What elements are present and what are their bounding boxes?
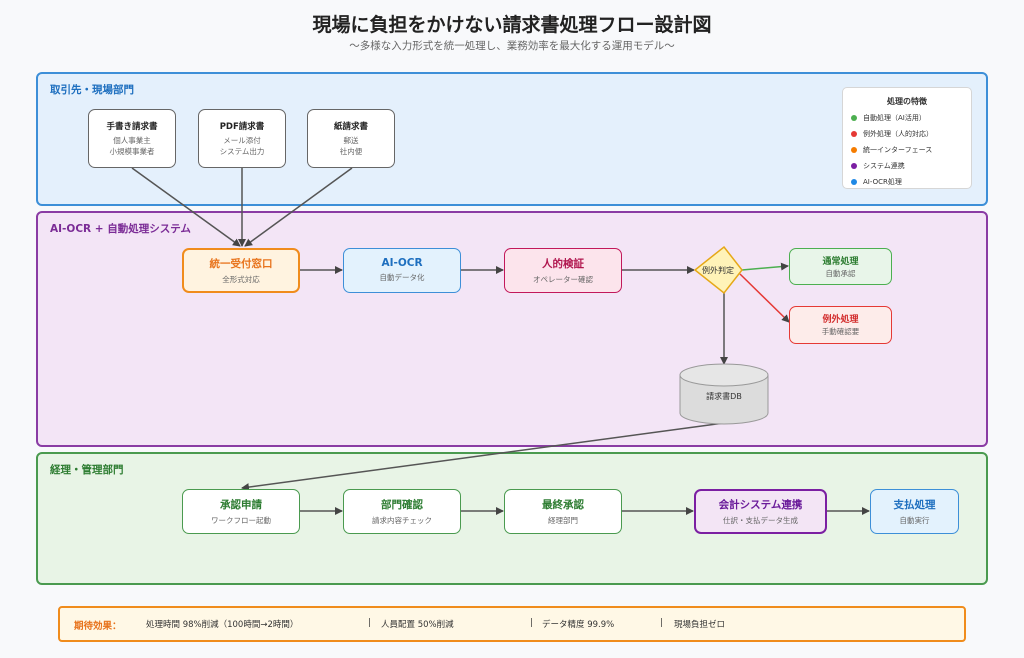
effect-separator: | bbox=[368, 618, 371, 628]
source-handwritten-sub: 個人事業主 小規模事業者 bbox=[109, 136, 155, 156]
effect-staff-reduction: 人員配置 50%削減 bbox=[381, 620, 454, 630]
effects-label: 期待効果： bbox=[74, 621, 122, 632]
source-handwritten: 手書き請求書 個人事業主 小規模事業者 bbox=[88, 109, 176, 168]
legend-label-integration: システム連携 bbox=[863, 162, 905, 170]
node-verify: 人的検証 オペレーター確認 bbox=[504, 248, 622, 293]
legend: 処理の特徴 自動処理（AI活用） 例外処理（人的対応） 統一インターフェース シ… bbox=[842, 87, 972, 189]
page-title: 現場に負担をかけない請求書処理フロー設計図 bbox=[312, 14, 712, 36]
node-exception-sub: 手動確認要 bbox=[821, 327, 860, 337]
node-ocr: AI-OCR 自動データ化 bbox=[343, 248, 461, 293]
node-accounting-link: 会計システム連携 仕訳・支払データ生成 bbox=[694, 489, 827, 534]
legend-dot-integration bbox=[851, 163, 857, 169]
node-reception-title: 統一受付窓口 bbox=[209, 257, 273, 270]
node-reception: 統一受付窓口 全形式対応 bbox=[182, 248, 300, 293]
effect-separator: | bbox=[530, 618, 533, 628]
effect-separator: | bbox=[660, 618, 663, 628]
source-handwritten-title: 手書き請求書 bbox=[106, 122, 158, 133]
legend-item-ocr: AI-OCR処理 bbox=[851, 177, 971, 187]
node-final-approval-sub: 経理部門 bbox=[548, 515, 578, 525]
node-payment: 支払処理 自動実行 bbox=[870, 489, 959, 534]
legend-label-ocr: AI-OCR処理 bbox=[863, 178, 902, 186]
node-payment-sub: 自動実行 bbox=[899, 515, 930, 525]
section-accounting-label: 経理・管理部門 bbox=[50, 464, 124, 476]
arrow-handwritten-to-reception bbox=[131, 167, 241, 247]
node-verify-title: 人的検証 bbox=[542, 257, 584, 270]
node-payment-title: 支払処理 bbox=[893, 498, 936, 511]
source-pdf-sub: メール添付 システム出力 bbox=[219, 136, 265, 156]
source-pdf: PDF請求書 メール添付 システム出力 bbox=[198, 109, 286, 168]
section-system-label: AI-OCR + 自動処理システム bbox=[50, 223, 191, 235]
effect-accuracy: データ精度 99.9% bbox=[542, 620, 615, 630]
node-dept-check: 部門確認 請求内容チェック bbox=[343, 489, 461, 534]
source-paper-title: 紙請求書 bbox=[333, 122, 368, 133]
node-ocr-title: AI-OCR bbox=[381, 257, 423, 270]
page-subtitle: ～多様な入力形式を統一処理し、業務効率を最大化する運用モデル～ bbox=[349, 40, 675, 52]
node-normal-title: 通常処理 bbox=[822, 256, 859, 267]
legend-item-integration: システム連携 bbox=[851, 161, 971, 171]
node-normal-sub: 自動承認 bbox=[825, 268, 856, 278]
node-verify-sub: オペレーター確認 bbox=[533, 274, 593, 284]
arrow-paper-to-reception bbox=[244, 167, 353, 247]
node-exception: 例外処理 手動確認要 bbox=[789, 306, 892, 344]
legend-dot-auto bbox=[851, 115, 857, 121]
node-final-approval-title: 最終承認 bbox=[542, 498, 584, 511]
legend-dot-exception bbox=[851, 131, 857, 137]
node-final-approval: 最終承認 経理部門 bbox=[504, 489, 622, 534]
node-approval-request-title: 承認申請 bbox=[220, 498, 262, 511]
legend-label-exception: 例外処理（人的対応） bbox=[863, 130, 933, 138]
arrow-decision-to-exception bbox=[739, 273, 790, 323]
expected-effects-bar: 期待効果： 処理時間 98%削減（100時間→2時間） | 人員配置 50%削減… bbox=[58, 606, 966, 642]
node-accounting-link-sub: 仕訳・支払データ生成 bbox=[723, 515, 798, 525]
legend-label-interface: 統一インターフェース bbox=[863, 146, 933, 154]
effect-time-reduction: 処理時間 98%削減（100時間→2時間） bbox=[146, 620, 299, 630]
legend-item-auto: 自動処理（AI活用） bbox=[851, 113, 971, 123]
node-dept-check-sub: 請求内容チェック bbox=[372, 515, 432, 525]
node-approval-request-sub: ワークフロー起動 bbox=[211, 515, 271, 525]
source-paper-sub: 郵送 社内便 bbox=[339, 136, 363, 156]
node-approval-request: 承認申請 ワークフロー起動 bbox=[182, 489, 300, 534]
node-ocr-sub: 自動データ化 bbox=[379, 273, 425, 283]
node-accounting-link-title: 会計システム連携 bbox=[718, 498, 803, 511]
legend-label-auto: 自動処理（AI活用） bbox=[863, 114, 926, 122]
legend-dot-interface bbox=[851, 147, 857, 153]
arrow-db-to-approval bbox=[241, 422, 725, 492]
arrow-decision-to-normal bbox=[741, 262, 789, 271]
source-paper: 紙請求書 郵送 社内便 bbox=[307, 109, 395, 168]
legend-title: 処理の特徴 bbox=[887, 97, 927, 106]
effect-zero-burden: 現場負担ゼロ bbox=[674, 620, 726, 630]
node-normal: 通常処理 自動承認 bbox=[789, 248, 892, 285]
source-pdf-title: PDF請求書 bbox=[219, 122, 265, 133]
legend-item-exception: 例外処理（人的対応） bbox=[851, 129, 971, 139]
node-exception-title: 例外処理 bbox=[822, 315, 859, 326]
section-partners: 取引先・現場部門 bbox=[36, 72, 988, 206]
section-partners-label: 取引先・現場部門 bbox=[50, 84, 134, 96]
legend-dot-ocr bbox=[851, 179, 857, 185]
legend-item-interface: 統一インターフェース bbox=[851, 145, 971, 155]
node-reception-sub: 全形式対応 bbox=[222, 274, 260, 284]
node-dept-check-title: 部門確認 bbox=[381, 498, 423, 511]
